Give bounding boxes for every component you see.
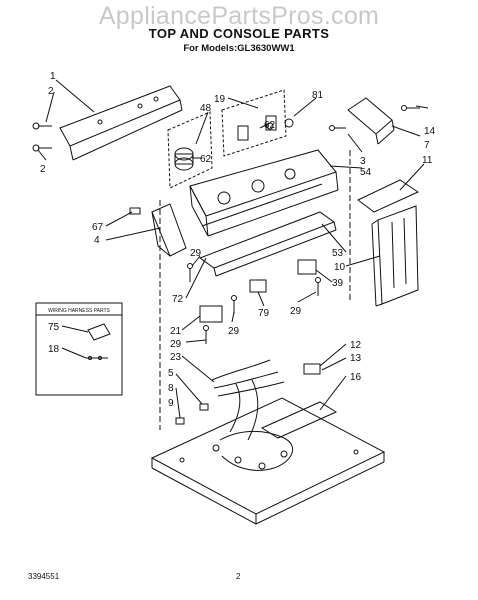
switch-79 [249, 279, 267, 293]
callout-16: 16 [350, 372, 362, 383]
callout-79: 79 [258, 308, 270, 319]
callout-21: 21 [170, 326, 182, 337]
callout-39: 39 [332, 278, 344, 289]
screw-14 [401, 105, 420, 111]
callout-9: 9 [168, 398, 174, 409]
callout-53: 53 [332, 248, 344, 259]
end-cap-4 [151, 203, 187, 257]
callout-4: 4 [94, 235, 100, 246]
dashed-box-48 [167, 111, 213, 189]
control-console-54 [189, 149, 339, 237]
knob-48 [174, 147, 194, 171]
screw-2-bottom [32, 144, 52, 152]
callout-8: 8 [168, 383, 174, 394]
callout-11: 11 [422, 155, 433, 166]
callout-14: 14 [424, 126, 436, 137]
lint-duct-10 [371, 205, 419, 307]
callout-12: 12 [350, 340, 362, 351]
inset-title: WIRING HARNESS PARTS [48, 308, 110, 314]
page-number: 2 [236, 572, 241, 581]
dashed-box-19 [221, 89, 287, 157]
wiring-harness-23 [211, 359, 294, 471]
console-base-53 [198, 211, 337, 277]
screw-29-c [315, 277, 321, 296]
wiring-harness-inset [35, 302, 123, 396]
callouts: 1 2 2 19 81 48 62 62 14 7 3 11 54 67 4 2… [40, 71, 436, 409]
lint-screen-11 [357, 179, 420, 213]
inset-part-75 [87, 323, 111, 341]
callout-72: 72 [172, 294, 184, 305]
callout-62-top: 62 [264, 120, 276, 131]
screw-29-d [203, 325, 209, 344]
callout-29-b: 29 [228, 326, 240, 337]
timer-21 [199, 305, 223, 323]
knob-19 [237, 115, 277, 141]
callout-7: 7 [424, 140, 430, 151]
clip-9 [175, 417, 185, 425]
callout-67: 67 [92, 222, 104, 233]
screw-29-b [231, 295, 237, 314]
callout-29-c: 29 [290, 306, 302, 317]
screw-29-a [187, 263, 193, 282]
switch-39 [297, 259, 317, 275]
callout-18: 18 [48, 344, 60, 355]
callout-54: 54 [360, 167, 372, 178]
button-81 [284, 118, 294, 128]
leader-lines [37, 79, 429, 419]
page-subtitle: For Models:GL3630WW1 [183, 43, 295, 54]
callout-5: 5 [168, 368, 174, 379]
screw-2-top [32, 122, 52, 130]
callout-29-a: 29 [190, 248, 202, 259]
clip-67 [129, 207, 141, 215]
callout-1: 1 [50, 71, 56, 82]
rear-bracket [59, 85, 183, 161]
callout-81: 81 [312, 90, 324, 101]
callout-10: 10 [334, 262, 346, 273]
clip-5 [199, 403, 209, 411]
end-cap-7 [347, 97, 395, 145]
callout-75: 75 [48, 322, 60, 333]
callout-23: 23 [170, 352, 182, 363]
inset-part-18 [86, 356, 108, 360]
callout-48: 48 [200, 103, 212, 114]
thermostat-13 [303, 363, 321, 375]
callout-3: 3 [360, 156, 366, 167]
screw-3 [329, 125, 346, 131]
callout-19: 19 [214, 94, 226, 105]
callout-2-bottom: 2 [40, 164, 46, 175]
callout-29-d: 29 [170, 339, 182, 350]
callout-62-left: 62 [200, 154, 212, 165]
callout-13: 13 [350, 353, 362, 364]
document-number: 3394551 [28, 572, 60, 581]
dryer-top-16 [150, 397, 386, 525]
watermark: AppliancePartsPros.com [98, 2, 380, 30]
page-title: TOP AND CONSOLE PARTS [148, 26, 330, 41]
callout-2-top: 2 [48, 86, 54, 97]
